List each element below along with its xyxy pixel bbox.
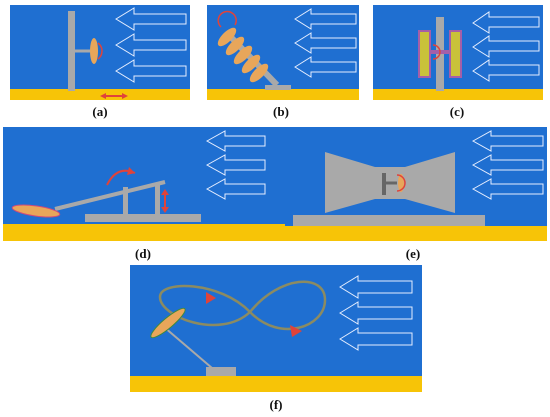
panel-f-diagram: [130, 265, 422, 392]
base-plate: [85, 214, 201, 222]
flow-arrow-icon: [472, 59, 540, 82]
motion-arrow-icon: [161, 189, 169, 213]
hydrofoil: [11, 204, 61, 218]
panel-c-diagram: [373, 5, 543, 100]
flow-arrow-icon: [294, 32, 357, 54]
caption-d: (d): [135, 246, 151, 261]
rotation-arrow-icon: [432, 44, 441, 60]
flow-arrow-icon: [471, 130, 544, 152]
ground-strip: [285, 226, 547, 241]
panel-d-diagram: [3, 127, 285, 241]
panel-a-diagram: [10, 5, 190, 100]
flow-arrow-icon: [115, 59, 187, 83]
base-plate: [293, 215, 485, 226]
direction-arrow-icon: [206, 292, 216, 304]
flow-arrow-icon: [471, 178, 544, 200]
flow-arrow-icon: [339, 275, 413, 299]
ground-strip: [3, 224, 285, 241]
flow-arrow-icon: [205, 154, 266, 176]
base-plate: [265, 85, 291, 90]
ground-strip: [207, 89, 359, 100]
kite-hydrofoil: [150, 307, 186, 339]
rotation-arrow-icon: [97, 42, 103, 60]
flow-arrow-icon: [115, 7, 187, 31]
pivot-post: [123, 187, 128, 215]
motion-arrow-icon: [100, 93, 128, 99]
turbine-mount: [382, 173, 386, 195]
stacked-rotor-blades: [217, 27, 269, 83]
tether-line: [163, 326, 213, 369]
panel-d: [3, 127, 285, 241]
panel-f: [130, 265, 422, 392]
flow-arrow-icon: [205, 130, 266, 152]
caption-b: (b): [273, 104, 289, 119]
flow-arrow-icon: [205, 178, 266, 200]
anchor-block: [206, 367, 236, 376]
oscillating-arm: [54, 180, 166, 211]
flow-arrow-icon: [339, 327, 413, 351]
right-cylinder: [449, 30, 462, 78]
flow-arrow-icon: [294, 56, 357, 78]
caption-e: (e): [405, 246, 421, 261]
panel-b-diagram: [207, 5, 359, 100]
direction-arrow-icon: [290, 325, 302, 337]
rotation-arrow-icon: [396, 174, 406, 192]
panel-a: [10, 5, 190, 100]
rear-post: [155, 183, 160, 215]
ground-strip: [10, 89, 190, 100]
caption-f: (f): [269, 397, 283, 412]
flow-arrow-icon: [294, 8, 357, 30]
rotor-blade: [90, 38, 98, 64]
caption-a: (a): [92, 104, 108, 119]
panel-c: [373, 5, 543, 100]
ground-strip: [130, 376, 422, 392]
left-cylinder: [418, 30, 431, 78]
panel-e-diagram: [285, 127, 547, 241]
flow-arrow-icon: [472, 35, 540, 58]
rotation-arrow-icon: [217, 10, 237, 28]
rotor-blade: [398, 174, 404, 192]
water-background: [10, 5, 190, 100]
support-tower: [68, 11, 75, 91]
caption-c: (c): [449, 104, 465, 119]
panel-b: [207, 5, 359, 100]
flow-arrow-icon: [115, 33, 187, 57]
flow-arrow-icon: [471, 154, 544, 176]
flow-arrow-icon: [339, 301, 413, 325]
ground-strip: [373, 89, 543, 100]
panel-e: [285, 127, 547, 241]
flow-arrow-icon: [472, 11, 540, 34]
